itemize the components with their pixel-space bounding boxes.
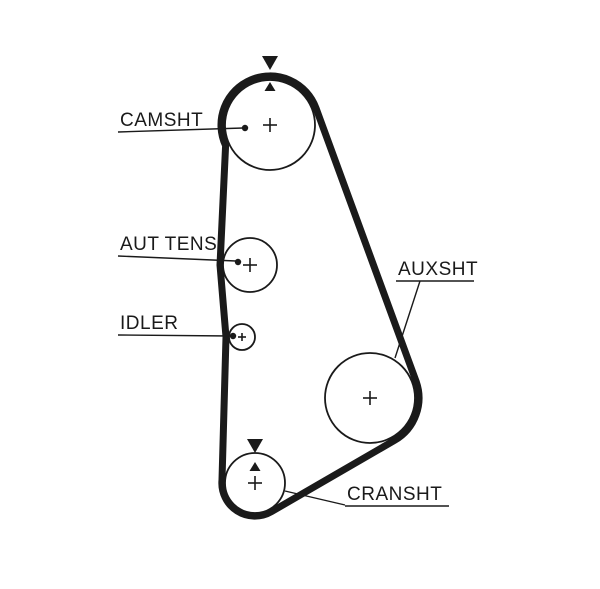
crankshaft-timing-mark-outer xyxy=(247,439,263,453)
auxshaft-leader-line xyxy=(394,280,421,359)
tensioner-center-mark xyxy=(243,258,257,272)
tensioner-pulley xyxy=(222,237,278,293)
camshaft-label: CAMSHT xyxy=(120,110,203,131)
camshaft-timing-mark-outer xyxy=(262,56,278,70)
idler-label: IDLER xyxy=(120,313,178,334)
crankshaft-label: CRANSHT xyxy=(347,484,442,505)
crankshaft-leader-line xyxy=(284,490,346,506)
camshaft-timing-mark-inner xyxy=(264,82,276,91)
camshaft-pulley xyxy=(224,79,316,171)
camshaft-center-mark xyxy=(263,118,277,132)
timing-belt-path xyxy=(216,72,423,520)
auxshaft-center-mark xyxy=(363,391,377,405)
camshaft-leader-line xyxy=(117,127,244,133)
tensioner-leader-line xyxy=(117,255,237,262)
crankshaft-timing-mark-inner xyxy=(249,462,261,471)
auxshaft-label: AUXSHT xyxy=(398,259,478,280)
auxshaft-pulley xyxy=(324,352,416,444)
idler-leader-line xyxy=(117,334,232,337)
idler-leader-dot xyxy=(229,332,237,340)
tensioner-leader-dot xyxy=(234,258,242,266)
crankshaft-center-mark xyxy=(248,476,262,490)
tensioner-label: AUT TENS xyxy=(120,234,217,255)
camshaft-leader-dot xyxy=(241,124,249,132)
idler-center-mark xyxy=(238,333,246,341)
idler-pulley xyxy=(228,323,256,351)
